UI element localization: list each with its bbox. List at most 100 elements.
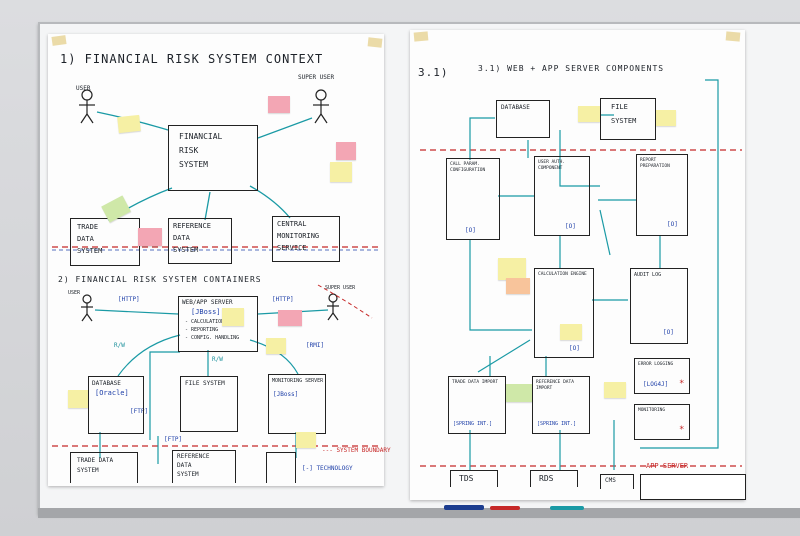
flipchart-sheet-context xyxy=(48,34,384,486)
web-app-server-title: WEB/APP SERVER xyxy=(182,299,233,306)
trade-data-bottom-line1: TRADE DATA xyxy=(77,457,114,464)
http-label: [HTTP] xyxy=(118,296,140,303)
o-tag: [O] xyxy=(565,223,576,230)
reference-import-title: REFERENCE DATA IMPORT xyxy=(536,380,574,391)
tds-external-box: TDS xyxy=(450,470,498,487)
shared-component-star: * xyxy=(679,379,685,389)
main-system-line1: FINANCIAL xyxy=(179,132,223,141)
database-box: DATABASE [Oracle] xyxy=(88,376,144,434)
sticky-note xyxy=(278,310,302,326)
super-user2-label: SUPER USER xyxy=(325,285,356,291)
sticky-note xyxy=(336,142,356,160)
web-app-server-box: WEB/APP SERVER [JBoss] - CALCULATION - R… xyxy=(178,296,258,352)
file-system-line2: SYSTEM xyxy=(611,117,637,125)
rw-label: R/W xyxy=(114,342,125,349)
ftp-label-2: [FTP] xyxy=(164,436,183,443)
file-system-component-box: FILE SYSTEM xyxy=(600,98,656,140)
report-preparation-box: REPORT PREPARATION [O] xyxy=(636,154,688,236)
spring-int-tag: [SPRING INT.] xyxy=(537,421,577,427)
financial-risk-system-box: FINANCIAL RISK SYSTEM xyxy=(168,125,258,191)
jboss-tag-2: [JBoss] xyxy=(273,391,299,398)
trade-data-line2: DATA xyxy=(77,235,94,243)
monitoring-server-title: MONITORING SERVER xyxy=(272,378,324,384)
reference-bottom-line2: DATA xyxy=(177,462,192,469)
calc-engine-title: CALCULATION ENGINE xyxy=(538,272,587,277)
legend-box xyxy=(640,474,746,500)
file-system-box: FILE SYSTEM xyxy=(180,376,238,432)
trade-data-system-external-box: TRADE DATA SYSTEM xyxy=(70,452,138,483)
database-component-box: DATABASE xyxy=(496,100,550,138)
o-tag: [O] xyxy=(663,329,674,336)
sticky-note xyxy=(222,308,244,326)
trade-data-line3: SYSTEM xyxy=(77,247,103,255)
audit-log-box: AUDIT LOG [O] xyxy=(630,268,688,344)
reference-bottom-line1: REFERENCE xyxy=(177,453,210,460)
user2-label: USER xyxy=(68,290,81,296)
rds-external-box: RDS xyxy=(530,470,578,487)
sticky-note xyxy=(266,338,286,354)
app-server-legend: APP SERVER xyxy=(646,462,689,470)
rds-label: RDS xyxy=(539,474,554,483)
o-tag: [O] xyxy=(465,227,476,234)
user-label: USER xyxy=(76,85,91,92)
spring-int-tag: [SPRING INT.] xyxy=(453,421,493,427)
cms-external-box xyxy=(266,452,296,483)
system-boundary-legend: --- SYSTEM BOUNDARY xyxy=(322,447,391,454)
error-logging-box: ERROR LOGGING [LOG4J] * xyxy=(634,358,690,394)
cms-component-box: CMS xyxy=(600,474,634,489)
logger-tag: [LOG4J] xyxy=(643,381,669,388)
sticky-note xyxy=(330,162,352,182)
reference-data-external-box: REFERENCE DATA SYSTEM xyxy=(172,450,236,483)
sheet2-title: 3.1) WEB + APP SERVER COMPONENTS xyxy=(478,64,665,73)
sticky-note xyxy=(506,278,530,294)
database-component-title: DATABASE xyxy=(501,104,530,111)
sheet2-title-number: 3.1) xyxy=(418,66,449,79)
jboss-tag: [JBoss] xyxy=(191,308,221,316)
sticky-note xyxy=(560,324,582,340)
reference-bottom-line3: SYSTEM xyxy=(177,471,199,478)
database-title: DATABASE xyxy=(92,380,121,387)
central-monitoring-line3: SERVICE xyxy=(277,244,307,252)
cms-label: CMS xyxy=(605,477,616,484)
report-prep-title: REPORT PREPARATION xyxy=(640,158,670,169)
main-system-line3: SYSTEM xyxy=(179,160,208,169)
marker-pen xyxy=(550,506,584,510)
sticky-note xyxy=(296,432,316,448)
trade-data-line1: TRADE xyxy=(77,223,99,231)
reference-data-system-box: REFERENCE DATA SYSTEM xyxy=(168,218,232,264)
monitoring-title: MONITORING xyxy=(638,408,666,413)
sticky-note xyxy=(138,228,162,246)
user-auth-title: USER AUTH. COMPONENT xyxy=(538,160,566,171)
sticky-note xyxy=(268,96,290,113)
sticky-note xyxy=(506,384,532,402)
http-label-2: [HTTP] xyxy=(272,296,294,303)
section2-title: 2) FINANCIAL RISK SYSTEM CONTAINERS xyxy=(58,275,262,284)
central-monitoring-line1: CENTRAL xyxy=(277,220,307,228)
sticky-note xyxy=(604,382,626,398)
rmi-label: [RMI] xyxy=(306,342,325,349)
sticky-note xyxy=(578,106,600,122)
reference-data-line2: DATA xyxy=(173,234,190,242)
sheet1-title: 1) FINANCIAL RISK SYSTEM CONTEXT xyxy=(60,52,324,66)
main-system-line2: RISK xyxy=(179,146,199,155)
central-monitoring-line2: MONITORING xyxy=(277,232,320,240)
o-tag: [O] xyxy=(569,345,580,352)
shared-component-star: * xyxy=(679,425,685,435)
web-app-item: - CALCULATION xyxy=(185,319,225,325)
rw-label-2: R/W xyxy=(212,356,223,363)
reference-data-line3: SYSTEM xyxy=(173,246,199,254)
monitoring-component-box: MONITORING * xyxy=(634,404,690,440)
trade-import-title: TRADE DATA IMPORT xyxy=(452,380,499,385)
calculation-engine-box: CALCULATION ENGINE [O] xyxy=(534,268,594,358)
call-param-config-box: CALL PARAM. CONFIGURATION [O] xyxy=(446,158,500,240)
reference-data-line1: REFERENCE xyxy=(173,222,211,230)
file-system-line1: FILE xyxy=(611,103,628,111)
oracle-tag: [Oracle] xyxy=(95,389,129,397)
whiteboard-tray xyxy=(38,508,800,518)
web-app-item: - CONFIG. HANDLING xyxy=(185,335,240,341)
super-user-label: SUPER USER xyxy=(298,74,335,81)
audit-log-title: AUDIT LOG xyxy=(634,272,662,278)
tds-label: TDS xyxy=(459,474,474,483)
